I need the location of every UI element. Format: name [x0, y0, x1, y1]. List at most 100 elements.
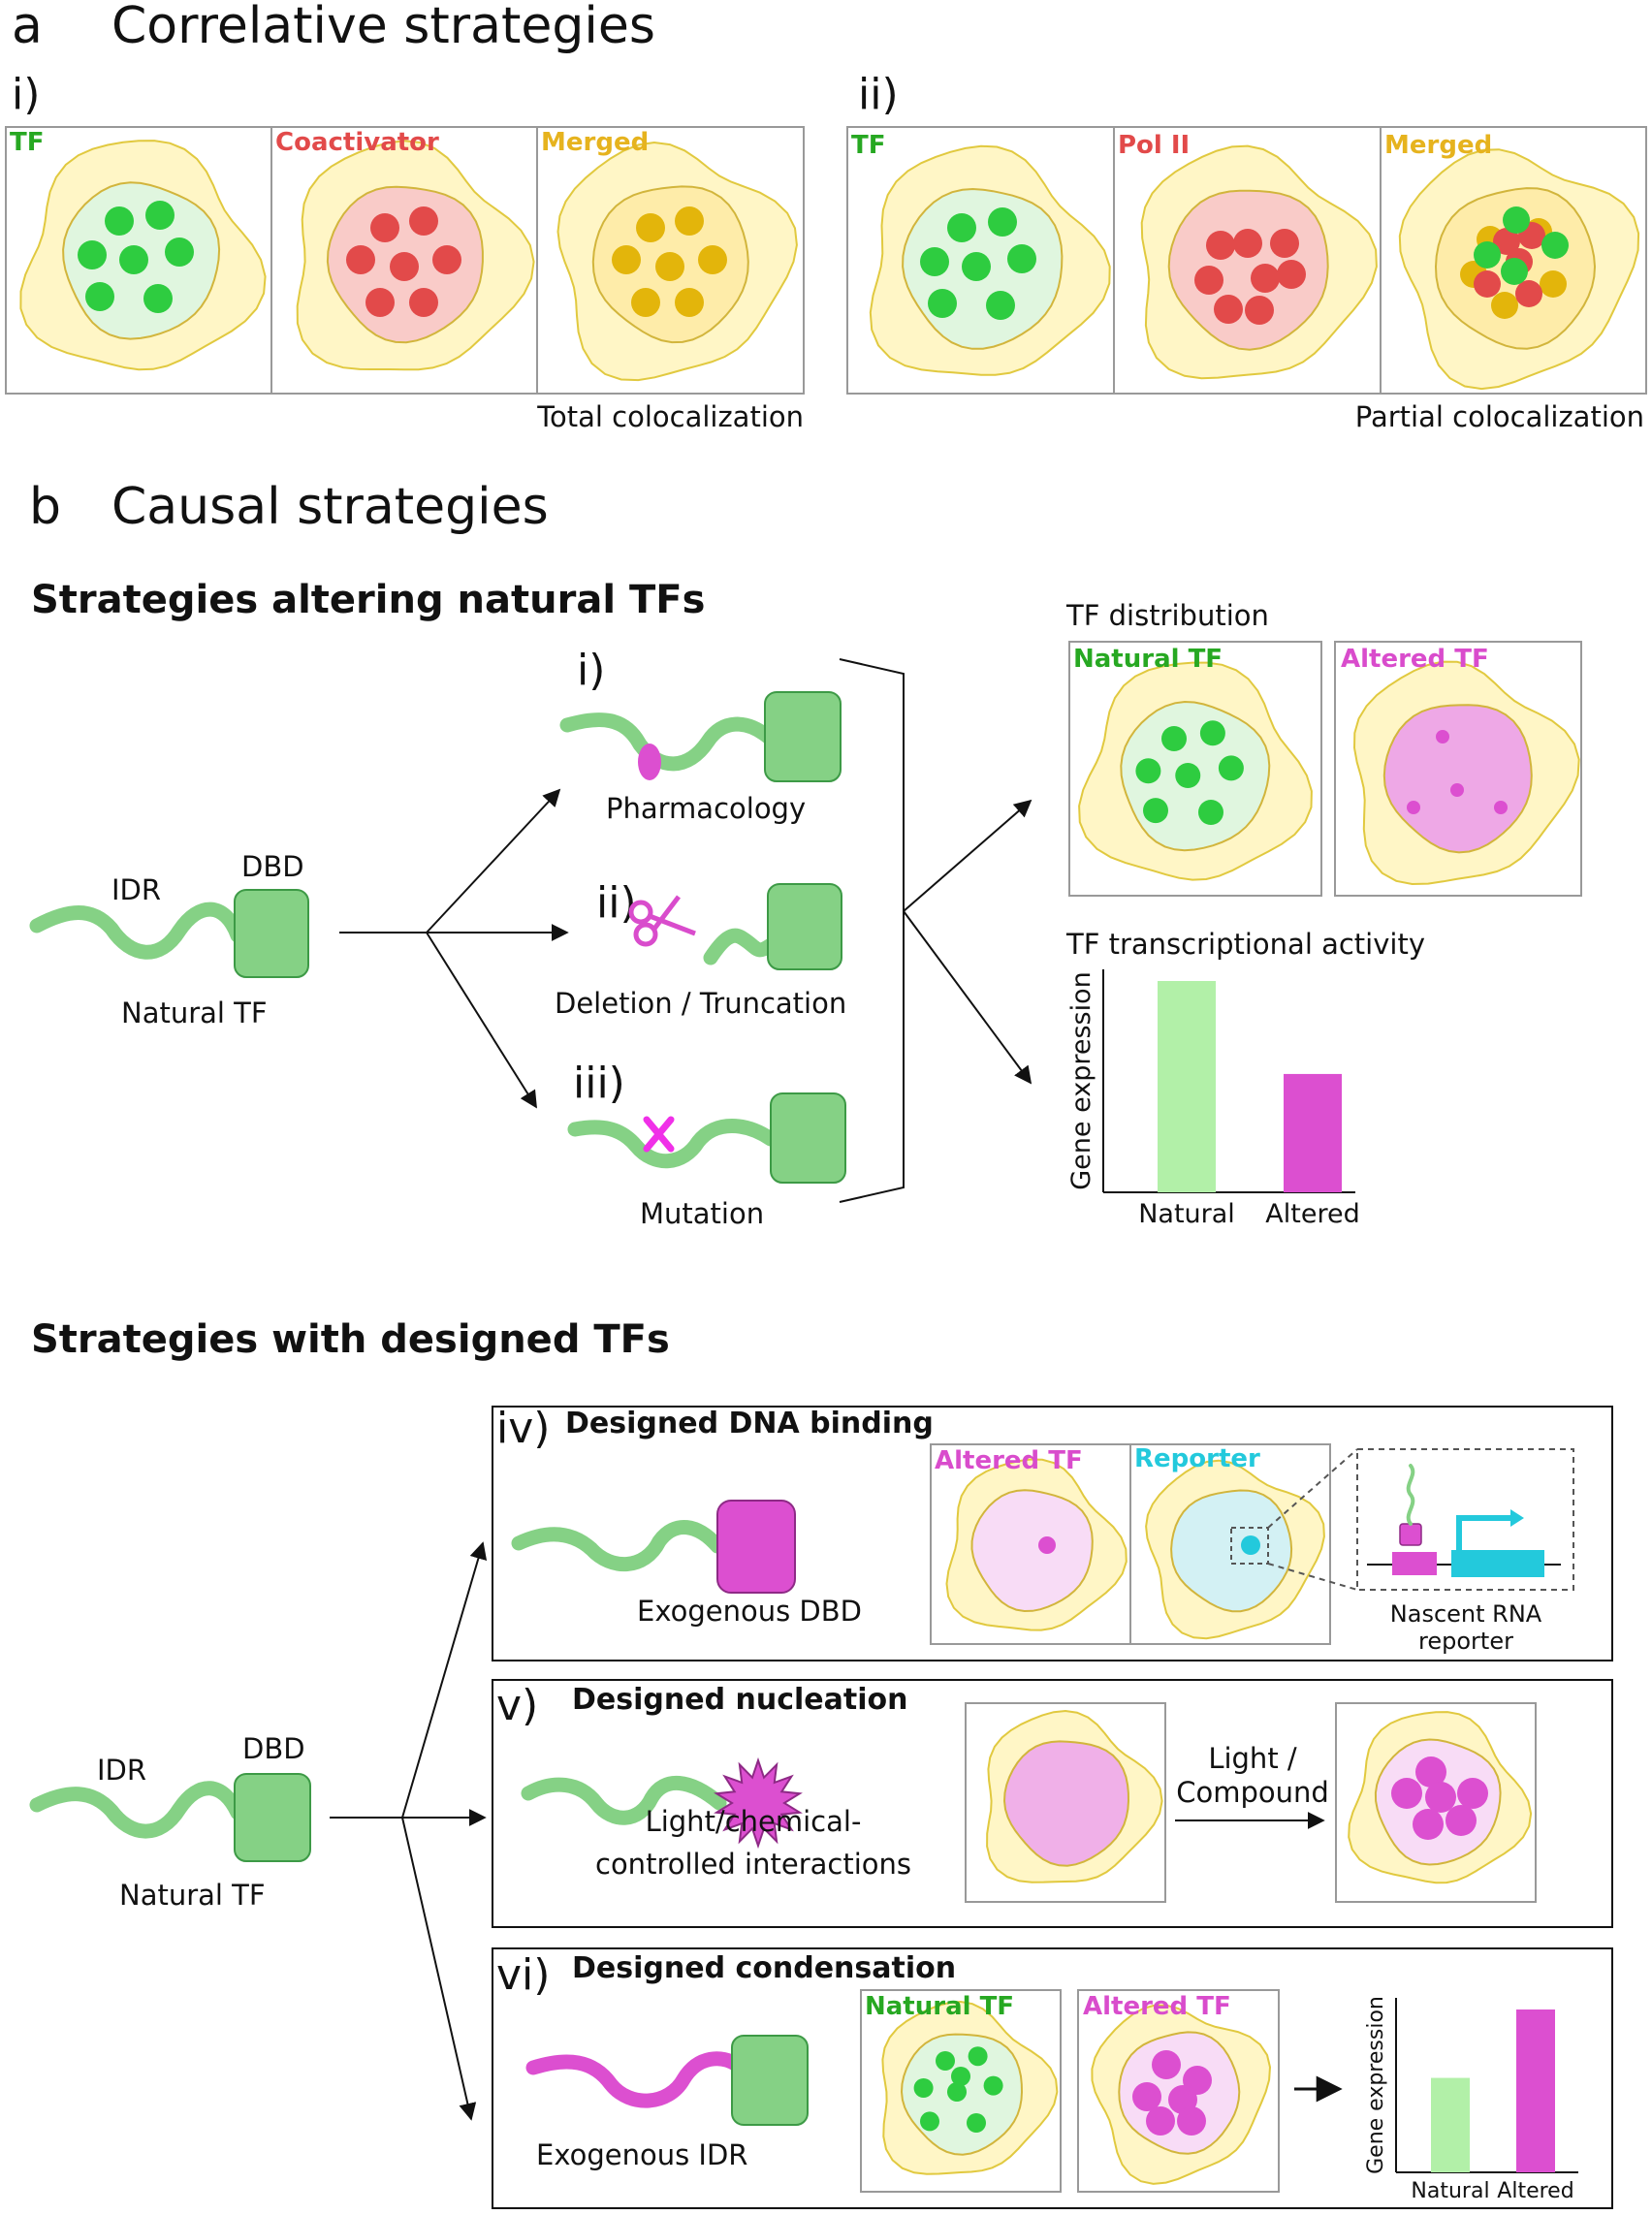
cell-a-i-merged	[556, 141, 798, 382]
foci-dot	[1541, 232, 1569, 259]
foci-dot	[612, 245, 641, 274]
tick-label-natural: Natural	[1411, 2179, 1489, 2203]
foci-dot	[1436, 730, 1449, 744]
foci-dot	[986, 291, 1015, 320]
deletion-tf	[628, 883, 842, 970]
section-b-letter: b	[29, 478, 61, 536]
tick-label-altered: Altered	[1265, 1199, 1359, 1229]
iv-altered-label: Altered TF	[935, 1446, 1083, 1475]
foci-dot	[165, 237, 194, 267]
foci-dot	[346, 245, 375, 274]
pharmacology-label: Pharmacology	[606, 792, 806, 825]
foci-dot	[1175, 763, 1201, 788]
foci-dot	[409, 206, 438, 236]
foci-dot	[947, 2082, 967, 2102]
section-a-title: Correlative strategies	[111, 0, 655, 55]
foci-dot	[1494, 801, 1508, 814]
foci-dot	[1194, 266, 1223, 295]
foci-dot	[145, 201, 175, 230]
panel-a-ii: TF Pol II Merged	[846, 126, 1647, 395]
mutation-tf	[567, 1092, 846, 1184]
bar-altered	[1284, 1073, 1342, 1192]
scissors-icon	[628, 895, 696, 947]
foci-dot	[1474, 270, 1501, 298]
foci-dot	[409, 288, 438, 317]
pharmacology-tf	[559, 691, 842, 782]
designed-idr-label: IDR	[97, 1754, 146, 1787]
foci-dot	[1214, 295, 1243, 324]
foci-dot	[1407, 801, 1420, 814]
y-axis-label: Gene expression	[1066, 971, 1096, 1189]
dist-altered-cell	[1352, 660, 1580, 886]
y-axis-label: Gene expression	[1364, 1996, 1388, 2174]
foci-dot	[636, 213, 665, 242]
foci-dot	[1038, 1536, 1056, 1554]
foci-dot	[119, 245, 148, 274]
foci-dot	[920, 2111, 939, 2132]
foci-dot	[1457, 1778, 1488, 1809]
foci-dot	[78, 240, 107, 269]
dbd-label: DBD	[241, 850, 304, 883]
foci-dot	[928, 289, 957, 318]
designed-natural-tf	[29, 1773, 311, 1862]
foci-dot	[1135, 758, 1161, 784]
arrow-to-distribution	[903, 799, 1032, 912]
a-i-tf-label: TF	[10, 128, 45, 157]
v-title: Designed nucleation	[572, 1683, 907, 1717]
foci-dot	[1199, 720, 1225, 746]
nascent-reporter-label: reporter	[1418, 1628, 1513, 1655]
foci-dot	[1007, 244, 1036, 273]
cell-a-ii-merged	[1398, 148, 1640, 391]
exogenous-dbd-label: Exogenous DBD	[637, 1595, 862, 1628]
cell-a-i-coactivator	[296, 140, 535, 371]
dist-altered-label: Altered TF	[1341, 645, 1489, 674]
foci-dot	[143, 284, 173, 313]
a-ii-tf-label: TF	[851, 131, 886, 160]
mutation-label: Mutation	[640, 1197, 764, 1230]
section-a-letter: a	[12, 0, 43, 55]
foci-dot	[1152, 2050, 1181, 2079]
foci-dot	[1251, 264, 1280, 293]
natural-heading: Strategies altering natural TFs	[31, 578, 705, 622]
foci-dot	[1425, 1782, 1456, 1813]
panel-a-ii-roman: ii)	[858, 70, 899, 119]
foci-dot	[85, 282, 114, 311]
designed-natural-tf-label: Natural TF	[119, 1879, 266, 1912]
foci-dot	[967, 2113, 986, 2133]
interaction-domain-icon	[714, 1756, 803, 1850]
natural-tf-protein	[29, 889, 309, 978]
arrow-to-vi	[401, 1817, 477, 2121]
arrow-to-iii	[426, 932, 537, 1109]
section-b-title: Causal strategies	[111, 478, 549, 536]
designed-heading: Strategies with designed TFs	[31, 1317, 670, 1362]
b-vi-roman: vi)	[496, 1950, 550, 2000]
foci-dot	[1132, 2082, 1161, 2111]
zoom-inset	[1356, 1448, 1574, 1591]
cell-a-ii-tf	[869, 144, 1111, 376]
foci-dot	[365, 288, 395, 317]
v-arrow-label-1: Light /	[1208, 1742, 1297, 1775]
designed-dbd-label: DBD	[242, 1732, 305, 1765]
foci-dot	[1161, 726, 1187, 751]
foci-dot	[947, 213, 976, 242]
a-i-caption: Total colocalization	[536, 400, 804, 433]
foci-dot	[1270, 229, 1299, 258]
foci-dot	[1450, 783, 1464, 797]
iv-reporter-label: Reporter	[1134, 1444, 1260, 1473]
foci-dot	[675, 206, 704, 236]
foci-dot	[1493, 228, 1520, 255]
activity-title: TF transcriptional activity	[1065, 928, 1425, 961]
foci-dot	[1143, 798, 1168, 824]
foci-dot	[698, 245, 727, 274]
idr-label: IDR	[111, 873, 161, 906]
foci-dot	[1233, 229, 1262, 258]
tf-distribution-title: TF distribution	[1065, 599, 1269, 632]
foci-dot	[1503, 206, 1530, 234]
foci-dot	[913, 2078, 934, 2098]
foci-dot	[988, 207, 1017, 237]
exogenous-idr-label: Exogenous IDR	[536, 2138, 747, 2171]
foci-dot	[105, 206, 134, 236]
vi-title: Designed condensation	[572, 1951, 956, 1985]
mutation-x-icon	[643, 1116, 675, 1153]
